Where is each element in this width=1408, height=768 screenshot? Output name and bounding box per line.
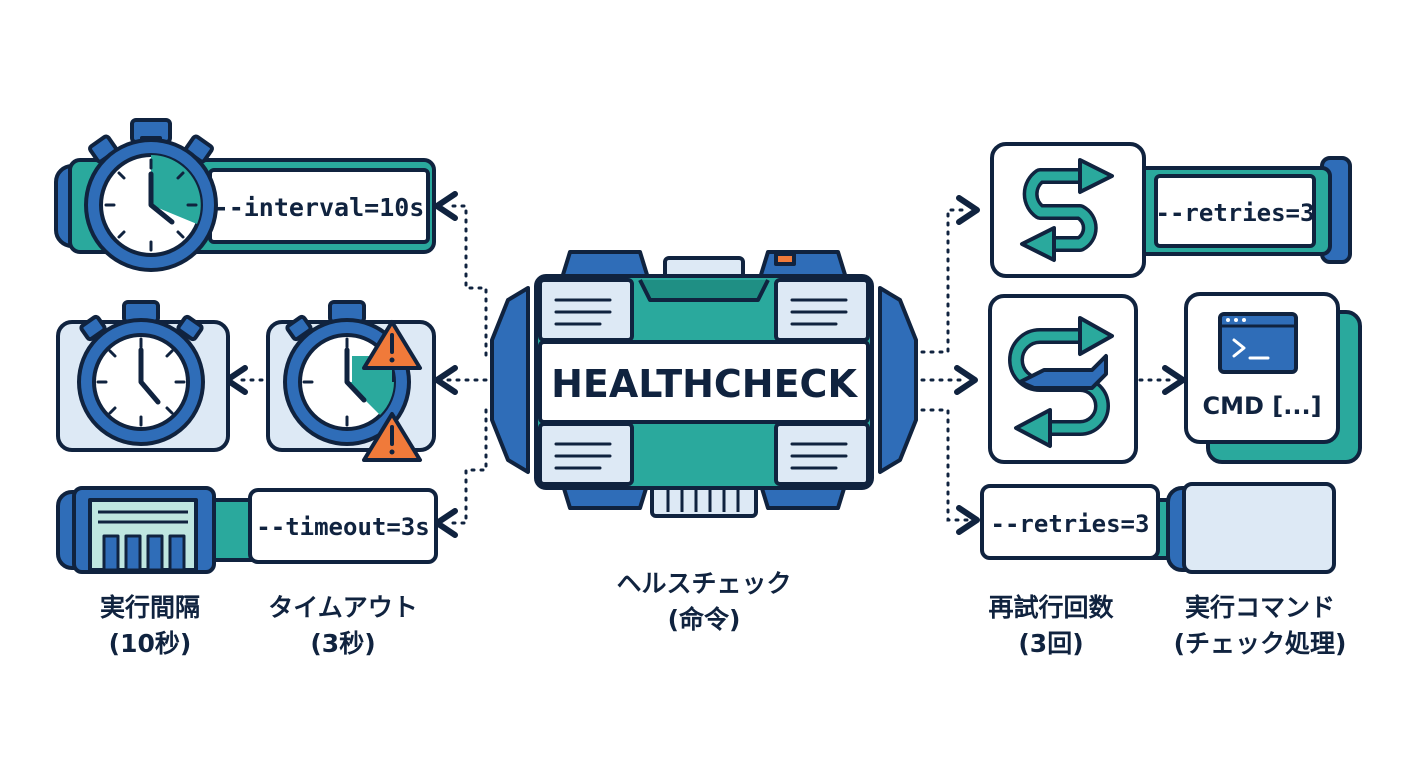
connector-timeout-param <box>434 408 488 538</box>
timeout-param: --timeout=3s <box>256 513 429 541</box>
timeout-stopwatch-box <box>266 300 436 462</box>
connector-interval <box>434 191 488 357</box>
interval-module <box>54 118 436 272</box>
retries-param-top: --retries=3 <box>1156 199 1315 227</box>
retries-module-top <box>990 142 1352 278</box>
timeout-module <box>56 486 438 574</box>
warning-icon <box>362 412 422 462</box>
terminal-icon <box>1218 312 1298 374</box>
retries-sublabel: (3回) <box>1018 629 1084 658</box>
timeout-label: タイムアウト <box>268 593 418 622</box>
loop-arrows-icon <box>1008 316 1114 448</box>
interval-sublabel: (10秒) <box>108 629 192 658</box>
healthcheck-label: ヘルスチェック <box>616 569 792 598</box>
connector-retries-top <box>920 195 980 354</box>
stopwatch-icon <box>84 118 218 272</box>
command-caption: 実行コマンド (チェック処理) <box>1150 590 1370 662</box>
timeout-sublabel: (3秒) <box>310 629 376 658</box>
warning-icon <box>362 320 422 370</box>
interval-label: 実行間隔 <box>99 593 200 622</box>
interval-caption: 実行間隔 (10秒) <box>60 590 240 662</box>
healthcheck-caption: ヘルスチェック (命令) <box>584 566 824 638</box>
command-module <box>1184 292 1362 464</box>
command-text: CMD [...] <box>1202 392 1321 420</box>
command-label: 実行コマンド <box>1184 593 1335 622</box>
interval-param: --interval=10s <box>214 193 425 222</box>
stopwatch-box <box>56 300 230 452</box>
retries-label: 再試行回数 <box>988 593 1114 622</box>
retries-param-bottom: --retries=3 <box>991 510 1150 538</box>
healthcheck-hub <box>490 250 918 518</box>
retries-caption: 再試行回数 (3回) <box>956 590 1146 662</box>
healthcheck-title: HEALTHCHECK <box>551 362 858 406</box>
stopwatch-icon <box>77 300 205 446</box>
retry-loop-box <box>988 294 1138 464</box>
server-icon <box>72 486 216 574</box>
connectors <box>224 191 1186 538</box>
loop-arrows-icon <box>1020 158 1114 262</box>
healthcheck-sublabel: (命令) <box>667 605 741 634</box>
timeout-caption: タイムアウト (3秒) <box>238 590 448 662</box>
retries-module-bottom <box>980 482 1336 574</box>
command-sublabel: (チェック処理) <box>1173 629 1347 658</box>
connector-retries-bottom <box>920 408 980 535</box>
